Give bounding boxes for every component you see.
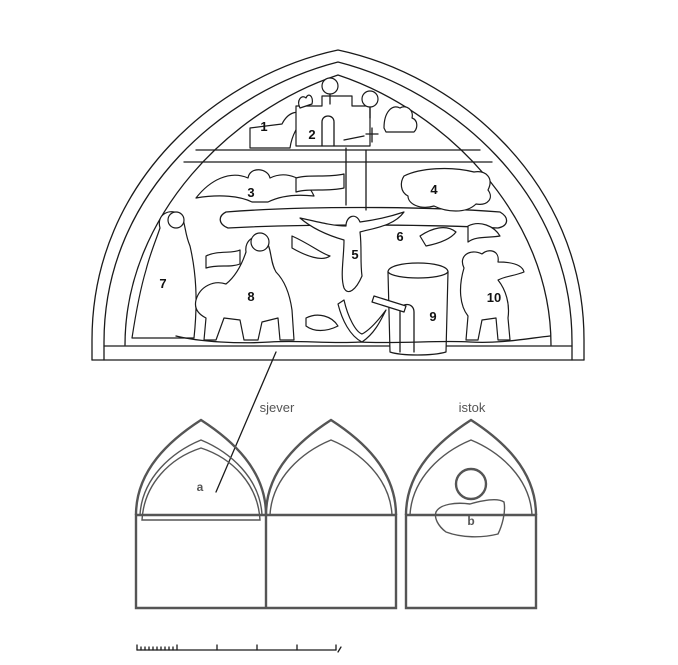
arch-middle-inner [269, 439, 393, 516]
central-shaft [345, 147, 367, 211]
arch-east-inner [409, 439, 533, 516]
arch-north-outer [134, 418, 268, 516]
figure-7-standing-saint [131, 211, 197, 339]
label-10: 10 [487, 290, 501, 305]
flame-top-left [298, 94, 313, 109]
tree-left [321, 77, 339, 95]
lower-frieze-outline [175, 335, 551, 344]
font-opening [399, 303, 415, 353]
label-7: 7 [159, 276, 166, 291]
label-1: 1 [260, 119, 267, 134]
small-fish-left [305, 314, 339, 332]
tympanum-outer-arch [91, 49, 585, 361]
banner-left-lower [205, 249, 241, 269]
label-5: 5 [351, 247, 358, 262]
mark-b: b [467, 514, 474, 528]
figure-4-beast [400, 167, 491, 212]
upper-register-band [183, 149, 493, 163]
figure-10-centaur [459, 250, 525, 341]
font-spout [371, 295, 407, 313]
label-2: 2 [308, 127, 315, 142]
figure-3-angel [195, 169, 315, 203]
scale-bar [136, 644, 342, 653]
scale-bar-ticks [136, 644, 342, 653]
tree-right [361, 90, 379, 108]
scroll-6-ribbon [467, 223, 501, 243]
halo-7 [167, 211, 185, 229]
banner-staff-left [291, 235, 331, 260]
tympanum-frieze-arch [124, 74, 552, 346]
east-label: istok [459, 400, 486, 415]
tympanum-labels: 1 2 3 4 5 6 7 8 9 10 [159, 119, 501, 324]
halo-8 [250, 232, 270, 252]
tympanum-inner-arch [103, 61, 573, 361]
figure-8-rider [194, 236, 295, 341]
fish-tail [337, 299, 387, 343]
elevation-frame [134, 513, 538, 610]
figure-6-scroll [419, 227, 457, 247]
label-3: 3 [247, 185, 254, 200]
scroll-banner-3 [295, 173, 345, 193]
lunette-a [141, 447, 261, 521]
label-8: 8 [247, 289, 254, 304]
middle-scroll-bar [219, 206, 508, 229]
label-4: 4 [430, 182, 438, 197]
arch-north-inner [139, 439, 263, 516]
figure-5-crucified [299, 211, 405, 293]
cross-small [343, 127, 379, 143]
tympanum [91, 49, 585, 493]
arch-east-outer [404, 418, 538, 516]
arch-elevation: sjever istok a b [134, 400, 538, 610]
mark-a: a [197, 480, 204, 494]
arch-middle-outer [264, 418, 398, 516]
building-window [321, 115, 335, 147]
oculus-window [454, 467, 488, 501]
north-label: sjever [260, 400, 295, 415]
label-6: 6 [396, 229, 403, 244]
font-rim [387, 271, 449, 279]
label-9: 9 [429, 309, 436, 324]
figure-top-right [383, 106, 418, 133]
fragment-b [434, 499, 506, 538]
leader-line [215, 351, 277, 493]
